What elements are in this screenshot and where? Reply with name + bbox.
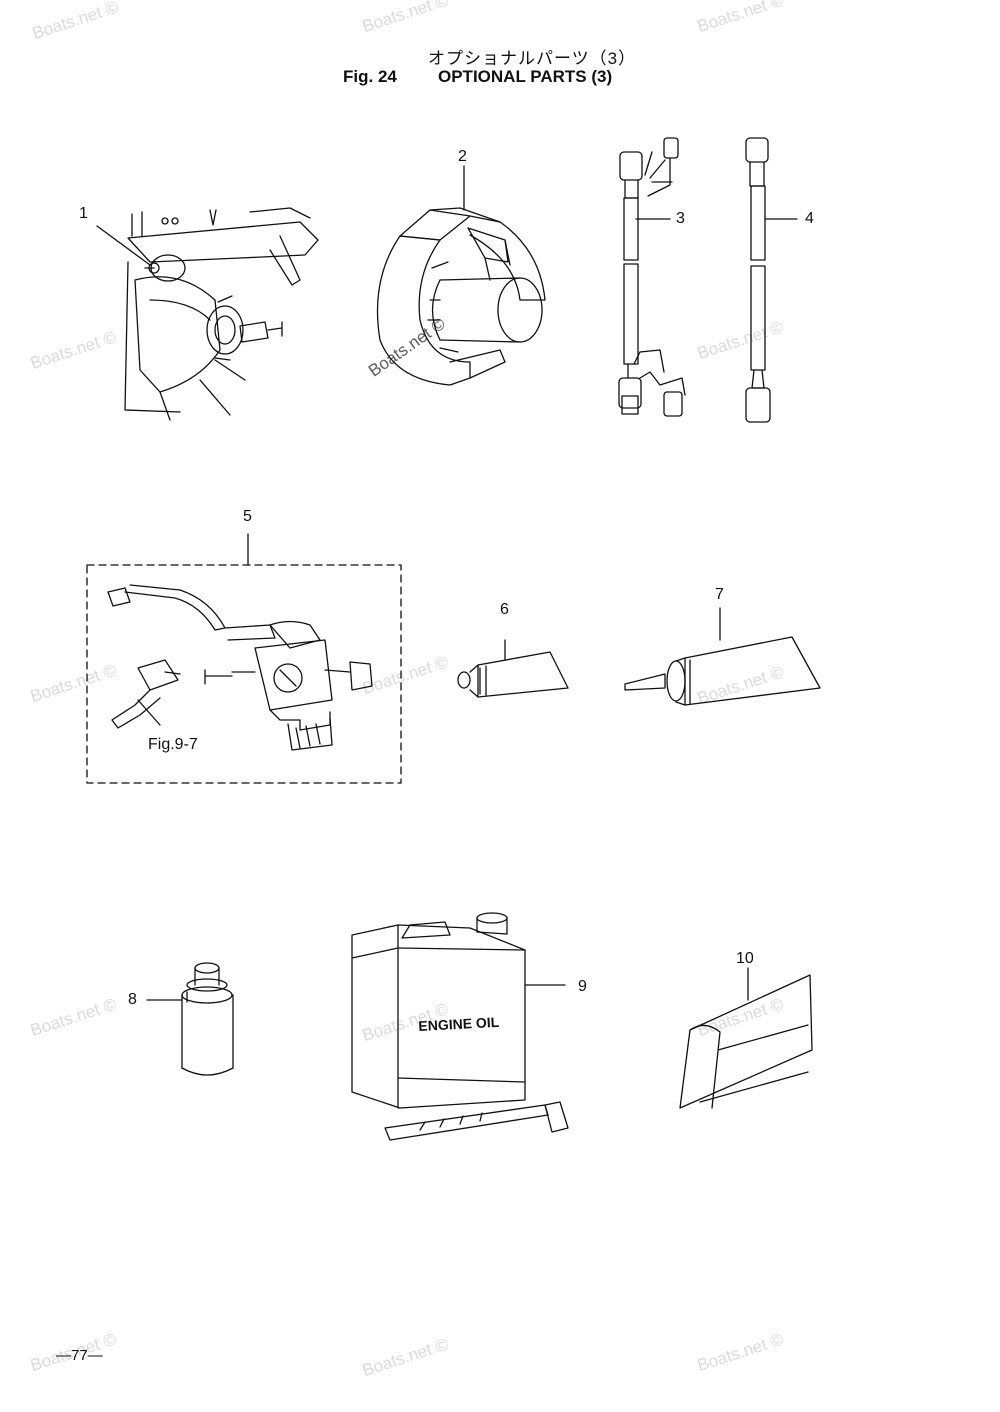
part-7-large-tube-drawing (625, 608, 820, 705)
part-1-lower-unit-drawing (125, 208, 318, 420)
page-number: —77— (56, 1347, 103, 1364)
figure-number: Fig. 24 (343, 67, 397, 86)
figure-title-japanese: オプショナルパーツ（3） (428, 49, 637, 68)
part-10-bag-drawing (680, 968, 812, 1108)
figure-title: OPTIONAL PARTS (3) (438, 67, 613, 86)
callout-5: 5 (243, 508, 252, 525)
part-3-extension-harness-drawing (619, 138, 685, 416)
figure-reference: Fig.9-7 (148, 736, 198, 753)
callout-10: 10 (736, 950, 754, 967)
part-5-kit-drawing (87, 534, 401, 783)
part-2-prop-guard-drawing (378, 208, 546, 385)
callout-3: 3 (676, 210, 685, 227)
callout-1: 1 (79, 205, 88, 222)
leader-line (97, 226, 150, 265)
callout-4: 4 (805, 210, 814, 227)
callout-2: 2 (458, 148, 467, 165)
callout-6: 6 (500, 601, 509, 618)
part-6-small-tube-drawing (458, 640, 568, 697)
callout-8: 8 (128, 991, 137, 1008)
part-8-can-drawing (147, 963, 233, 1075)
part-4-extension-cable-drawing (746, 138, 770, 422)
callout-9: 9 (578, 978, 587, 995)
callout-7: 7 (715, 586, 724, 603)
part-9-oil-container-drawing (352, 913, 568, 1140)
